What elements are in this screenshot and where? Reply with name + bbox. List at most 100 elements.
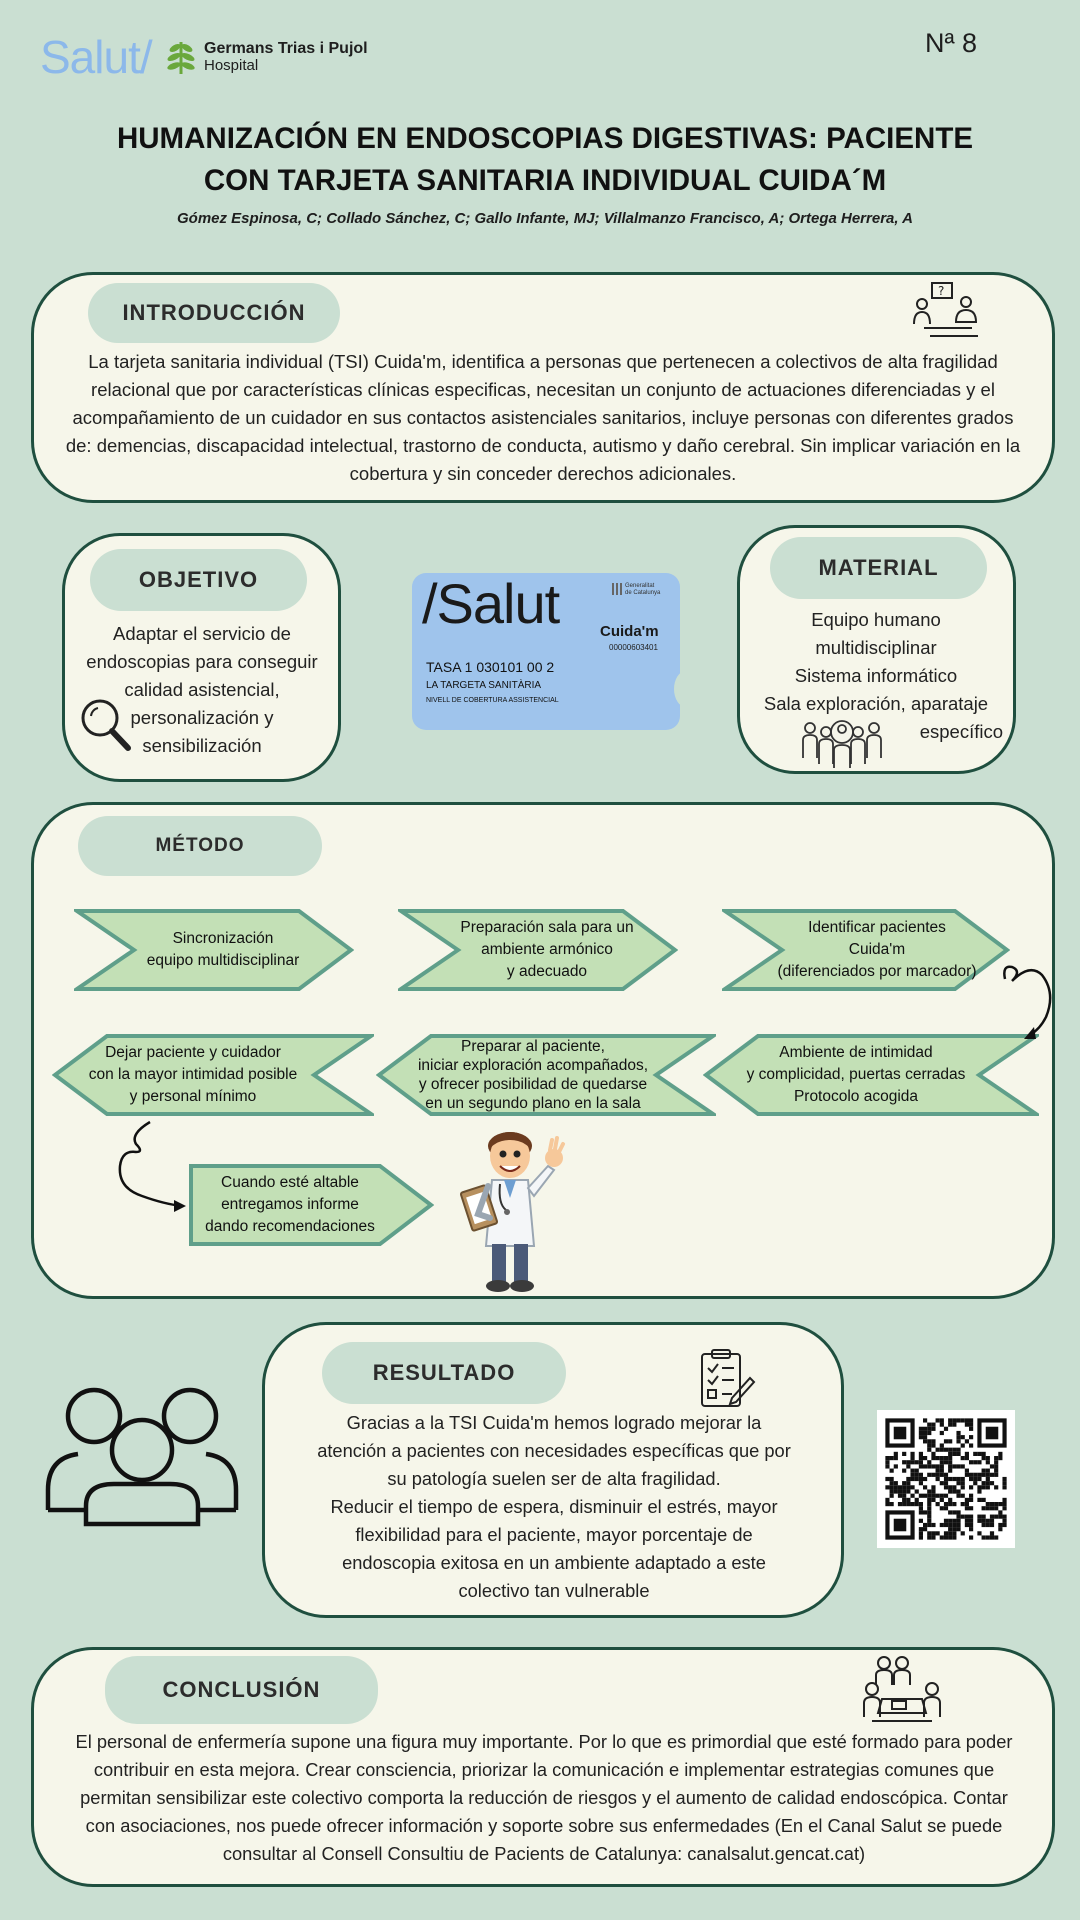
qr-module	[981, 1522, 986, 1528]
metodo-step-7-text: Cuando esté altable entregamos informe d…	[205, 1174, 375, 1235]
qr-module	[998, 1522, 1003, 1528]
qr-module	[897, 1493, 903, 1498]
qr-module	[943, 1439, 949, 1444]
conclusion-heading: CONCLUSIÓN	[105, 1656, 378, 1724]
qr-module	[989, 1531, 995, 1536]
qr-module	[994, 1464, 999, 1469]
metodo-step-5-text: Preparar al paciente, iniciar exploració…	[417, 1038, 649, 1112]
qr-module	[893, 1456, 898, 1461]
qr-module	[948, 1447, 953, 1452]
qr-module	[985, 1476, 990, 1482]
card-line-2: NIVELL DE COBERTURA ASSISTENCIAL	[426, 697, 559, 704]
qr-module	[948, 1439, 953, 1444]
qr-module	[960, 1435, 965, 1440]
qr-module	[981, 1514, 986, 1519]
qr-module	[943, 1493, 949, 1498]
qr-module	[889, 1502, 894, 1507]
qr-module	[994, 1472, 999, 1477]
material-item-2: multidisciplinar	[815, 637, 937, 658]
qr-module	[935, 1502, 940, 1507]
qr-module	[918, 1472, 923, 1477]
qr-module	[931, 1439, 936, 1444]
qr-module	[969, 1476, 974, 1482]
qr-module	[1002, 1485, 1007, 1490]
qr-module	[893, 1481, 898, 1486]
qr-module	[952, 1502, 957, 1507]
qr-module	[889, 1476, 894, 1482]
svg-text:?: ?	[938, 284, 944, 298]
qr-module	[902, 1468, 907, 1473]
qr-module	[918, 1426, 923, 1431]
qr-module	[977, 1514, 982, 1519]
qr-module	[969, 1535, 974, 1540]
qr-module	[893, 1485, 898, 1490]
qr-module	[918, 1451, 923, 1456]
qr-module	[931, 1422, 936, 1427]
qr-module	[1002, 1476, 1007, 1482]
qr-module	[927, 1522, 932, 1528]
qr-module	[931, 1451, 936, 1456]
qr-module	[998, 1451, 1003, 1456]
qr-module	[956, 1435, 961, 1440]
qr-module	[960, 1485, 965, 1490]
qr-module	[952, 1531, 957, 1536]
cuidam-card: /Salut Generalitat de Catalunya Cuida'm …	[412, 573, 680, 730]
qr-module	[918, 1476, 923, 1482]
qr-module	[885, 1485, 890, 1490]
qr-module	[931, 1531, 936, 1536]
qr-module	[989, 1506, 995, 1511]
qr-module	[943, 1460, 949, 1465]
qr-module	[931, 1489, 936, 1494]
qr-module	[902, 1451, 907, 1456]
qr-module	[935, 1531, 940, 1536]
qr-module	[969, 1514, 974, 1519]
qr-module	[910, 1472, 915, 1477]
qr-module	[989, 1472, 995, 1477]
qr-module	[948, 1451, 953, 1456]
metodo-step-3-text: Identificar pacientes Cuida'm (diferenci…	[777, 919, 977, 980]
qr-module	[969, 1422, 974, 1427]
qr-module	[927, 1472, 932, 1477]
qr-module	[927, 1506, 932, 1511]
metodo-heading: MÉTODO	[78, 816, 322, 876]
qr-module	[998, 1502, 1003, 1507]
qr-module	[981, 1518, 986, 1523]
qr-module	[931, 1485, 936, 1490]
qr-module	[927, 1464, 932, 1469]
qr-module	[981, 1451, 986, 1456]
qr-module	[885, 1456, 890, 1461]
qr-module	[956, 1451, 961, 1456]
qr-module	[939, 1493, 944, 1498]
qr-module	[939, 1506, 944, 1511]
qr-module	[985, 1460, 990, 1465]
qr-module	[943, 1472, 949, 1477]
qr-module	[923, 1456, 928, 1461]
qr-module	[885, 1502, 890, 1507]
qr-module	[923, 1426, 928, 1431]
qr-module	[1002, 1514, 1007, 1519]
qr-module	[927, 1518, 932, 1523]
qr-module	[902, 1489, 907, 1494]
material-list: Equipo humano multidisciplinar Sistema i…	[745, 606, 1007, 746]
qr-module	[969, 1472, 974, 1477]
qr-module	[893, 1464, 898, 1469]
qr-module	[931, 1493, 936, 1498]
qr-module	[948, 1531, 953, 1536]
magnifier-icon	[81, 699, 131, 751]
qr-module	[914, 1460, 919, 1465]
qr-module	[906, 1502, 911, 1507]
arrow-shape	[376, 1034, 716, 1116]
material-item-1: Equipo humano	[811, 609, 941, 630]
qr-code[interactable]	[877, 1410, 1015, 1548]
qr-module	[981, 1481, 986, 1486]
qr-module	[939, 1497, 944, 1502]
qr-module	[918, 1435, 923, 1440]
qr-module	[994, 1456, 999, 1461]
card-brand: /Salut	[422, 573, 560, 635]
qr-module	[923, 1418, 928, 1423]
qr-module	[923, 1435, 928, 1440]
qr-module	[969, 1527, 974, 1532]
qr-module	[935, 1418, 940, 1423]
qr-module	[1002, 1497, 1007, 1502]
hospital-logo: Germans Trias i Pujol Hospital	[166, 38, 368, 76]
